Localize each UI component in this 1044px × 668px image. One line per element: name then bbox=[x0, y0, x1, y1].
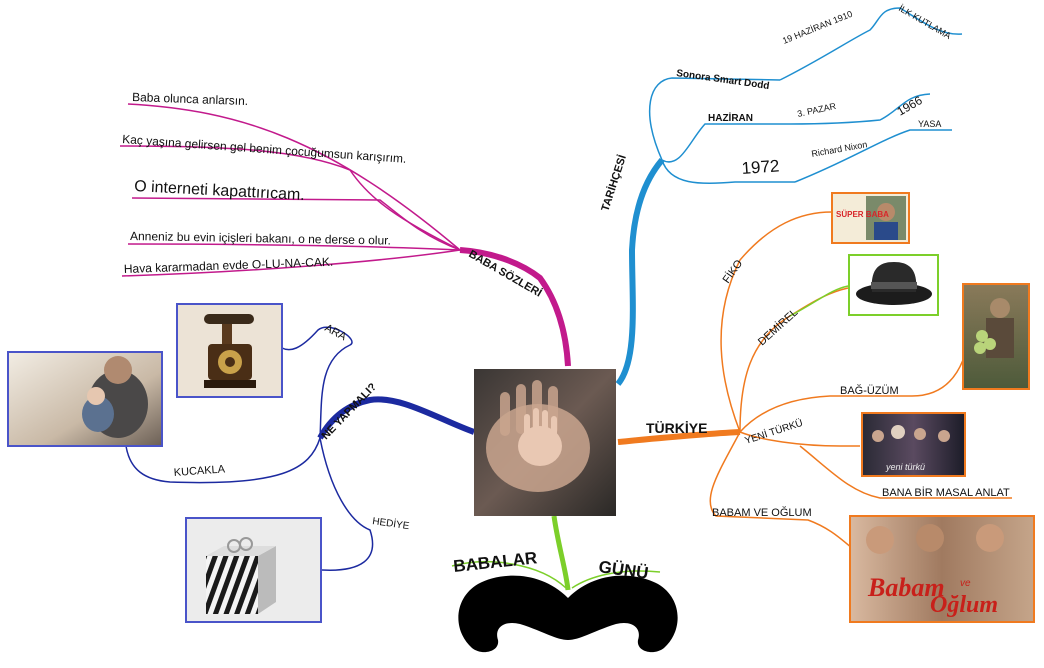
hug-image[interactable] bbox=[7, 351, 163, 447]
ara-label: ARA bbox=[323, 322, 349, 344]
y1966-label: 1966 bbox=[895, 93, 925, 119]
kucakla-label: KUCAKLA bbox=[173, 463, 226, 479]
hat-image[interactable] bbox=[848, 254, 939, 316]
y1972-label: 1972 bbox=[741, 156, 780, 178]
pazar-label: 3. PAZAR bbox=[796, 101, 837, 119]
nixon-label: Richard Nixon bbox=[811, 139, 868, 159]
mustache-icon bbox=[458, 575, 678, 653]
babam-ve-oglum-label: BABAM VE OĞLUM bbox=[712, 506, 812, 519]
gunu-underline bbox=[571, 570, 661, 589]
babam-title-ve: ve bbox=[960, 578, 971, 589]
yeni-turku-logo: yeni türkü bbox=[885, 462, 925, 472]
yeni-turku-image[interactable]: yeni türkü bbox=[861, 412, 966, 477]
babam-title-1: Babam bbox=[867, 573, 945, 602]
hat-icon bbox=[856, 262, 932, 305]
super-baba-logo: SÜPER BABA bbox=[836, 210, 889, 219]
turkiye-label: TÜRKİYE bbox=[646, 420, 707, 436]
demirel-label: DEMİREL bbox=[755, 306, 800, 348]
quote-5: Hava kararmadan evde O-LU-NA-CAK. bbox=[124, 255, 334, 276]
babalar-underline bbox=[451, 561, 567, 589]
quote-4: Anneniz bu evin içişleri bakanı, o ne de… bbox=[130, 229, 391, 248]
branch-babalar-gunu bbox=[551, 515, 571, 591]
gift-image[interactable] bbox=[185, 517, 322, 623]
babam-title-2: Oğlum bbox=[930, 592, 998, 618]
bag-uzum-label: BAĞ-ÜZÜM bbox=[840, 384, 899, 397]
fiko-label: FİKO bbox=[720, 257, 746, 286]
babalar-label: BABALAR bbox=[452, 548, 538, 576]
branch-ne-yapmali bbox=[125, 326, 475, 571]
haziran-label: HAZİRAN bbox=[708, 111, 753, 124]
telephone-icon bbox=[204, 314, 256, 388]
gift-icon bbox=[206, 537, 276, 614]
grape-image[interactable] bbox=[962, 283, 1030, 390]
ilk-kutlama-label: İLK KUTLAMA bbox=[897, 3, 953, 41]
sonora-label: Sonora Smart Dodd bbox=[676, 68, 771, 92]
ne-yapmali-label: NE YAPMALI? bbox=[320, 381, 380, 442]
date-1910-label: 19 HAZİRAN 1910 bbox=[781, 9, 854, 46]
quote-2: Kaç yaşına gelirsen gel benim çocuğumsun… bbox=[122, 132, 407, 166]
branch-tarihcesi bbox=[615, 7, 963, 386]
super-baba-image[interactable]: SÜPER BABA bbox=[831, 192, 910, 244]
hediye-label: HEDİYE bbox=[372, 514, 411, 532]
quote-1: Baba olunca anlarsın. bbox=[132, 90, 249, 108]
telephone-image[interactable] bbox=[176, 303, 283, 398]
connector-demirel-image bbox=[789, 285, 849, 317]
bana-bir-masal-label: BANA BİR MASAL ANLAT bbox=[882, 486, 1010, 499]
center-hands-image[interactable] bbox=[474, 369, 616, 516]
babam-ve-oglum-poster[interactable]: Babam ve Oğlum bbox=[849, 515, 1035, 623]
tarihcesi-label: TARİHÇESİ bbox=[598, 153, 628, 213]
yasa-label: YASA bbox=[918, 119, 941, 129]
quote-3: O interneti kapattırıcam. bbox=[134, 178, 305, 204]
branch-baba-sozleri bbox=[119, 103, 571, 367]
